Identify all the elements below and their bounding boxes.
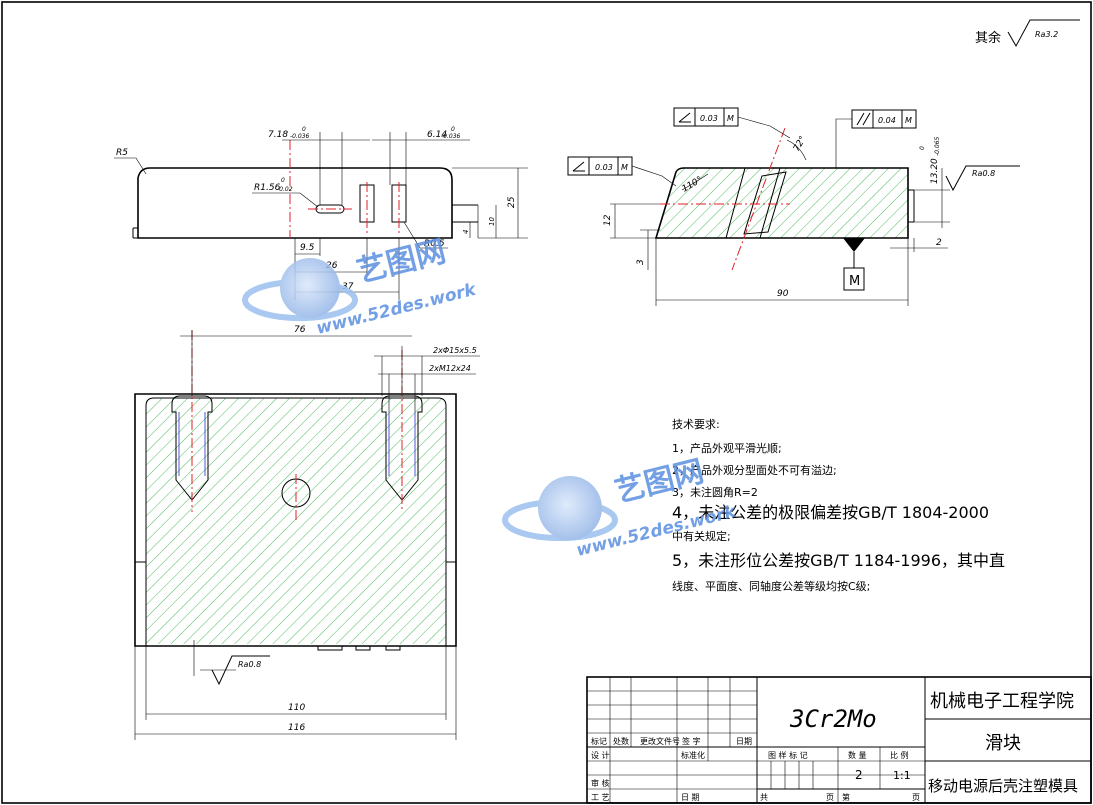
- tb-qty-label: 数 量: [848, 750, 867, 760]
- dim-6-14-tol-top: 0: [451, 126, 455, 133]
- dim-r1-56-tol-bot: -0.02: [277, 186, 293, 193]
- surface-note-ra: Ra3.2: [1035, 30, 1058, 39]
- fcf3-modifier: M: [905, 116, 912, 125]
- dim-90: 90: [777, 289, 789, 299]
- tb-sheet-total: 共: [760, 793, 768, 802]
- dim-r1-56: R1.56: [254, 183, 281, 193]
- fcf1-value: 0.03: [595, 163, 613, 172]
- side-view-outline: [654, 167, 909, 239]
- tb-header-sign: 签 字: [682, 736, 701, 746]
- tb-review: 审 核: [591, 778, 610, 788]
- bottom-view-hatch: [146, 398, 446, 644]
- title-block: 标记 处数 更改文件号 签 字 日期 设 计 标准化 审 核 工 艺 日 期 3…: [586, 676, 1092, 804]
- tb-sheet-pages: 页: [826, 793, 834, 802]
- bottom-ra0-8: Ra0.8: [238, 660, 261, 669]
- dim-110: 110: [288, 703, 305, 713]
- front-view: R5 7.18 0 -0.036 6.14 0 -0.036 R1.56 0 -…: [114, 126, 528, 300]
- technical-requirements: 技术要求: 1，产品外观平滑光顺; 2，产品外观分型面处不可有溢边; 3，未注圆…: [672, 418, 1005, 593]
- dim-3: 3: [636, 259, 646, 265]
- tb-header-doc: 更改文件号: [640, 736, 680, 746]
- fcf3-value: 0.04: [878, 116, 896, 125]
- dim-13-20: 13.20: [930, 158, 940, 184]
- datum-m: M: [849, 274, 860, 289]
- tech-title: 技术要求:: [672, 418, 720, 431]
- tech-line-5: 中有关规定;: [672, 529, 731, 543]
- side-view: M 0.03 M 0.03 M 0.04 M: [567, 107, 1020, 306]
- tb-material: 3Cr2Mo: [789, 705, 877, 733]
- fcf-angularity-left: 0.03 M: [567, 156, 677, 187]
- tb-sheet-page: 页: [912, 793, 920, 802]
- tb-process: 工 艺: [591, 793, 610, 802]
- dim-13-20-tol-bot: -0.065: [934, 136, 941, 156]
- callout-holes-cbore: 2xΦ15x5.5: [433, 346, 477, 355]
- dim-7-18-tol-bot: -0.036: [290, 133, 310, 140]
- callout-holes-thread: 2xM12x24: [429, 364, 471, 373]
- dim-25: 25: [507, 196, 517, 208]
- tb-header-mark: 标记: [591, 736, 607, 746]
- tech-line-3: 3，未注圆角R=2: [672, 485, 758, 499]
- side-ra0-8: Ra0.8: [972, 169, 995, 178]
- dim-r5: R5: [116, 148, 128, 158]
- tb-stage-label: 图 样 标 记: [768, 750, 808, 760]
- dim-2: 2: [936, 238, 942, 248]
- dim-12: 12: [603, 214, 613, 226]
- general-surface-finish-note: 其余 Ra3.2: [975, 19, 1080, 48]
- fcf2-value: 0.03: [700, 114, 718, 123]
- dim-76: 76: [294, 325, 306, 335]
- tb-sheet-of: 第: [842, 792, 850, 802]
- watermark-logo-1: 艺图网 www.52des.work: [242, 234, 479, 339]
- tb-header-date: 日期: [736, 737, 752, 746]
- dim-6-14-tol-bot: -0.036: [441, 133, 461, 140]
- dim-116: 116: [288, 723, 305, 733]
- dim-7-18: 7.18: [268, 130, 288, 140]
- tb-scale-label: 比 例: [890, 750, 909, 760]
- tb-qty: 2: [855, 768, 863, 782]
- fcf1-modifier: M: [621, 163, 628, 172]
- tb-school: 机械电子工程学院: [930, 691, 1074, 712]
- dim-9-5: 9.5: [300, 243, 315, 253]
- side-view-hatch: [658, 168, 908, 238]
- tech-line-4: 4，未注公差的极限偏差按GB/T 1804-2000: [672, 503, 989, 522]
- dim-r0-5: R0.5: [424, 239, 445, 249]
- dim-7-18-tol-top: 0: [302, 126, 306, 133]
- watermark-brand-2: 艺图网: [611, 454, 707, 510]
- dim-26: 26: [326, 261, 338, 271]
- dim-6-14: 6.14: [427, 130, 447, 140]
- tb-project: 移动电源后壳注塑模具: [928, 777, 1078, 795]
- dim-13-20-tol-top: 0: [919, 146, 926, 150]
- fcf-angularity-top: 0.03 M: [673, 107, 791, 139]
- fcf-parallelism: 0.04 M: [835, 109, 917, 168]
- tb-date: 日 期: [681, 793, 700, 802]
- dim-r1-56-tol-top: 0: [281, 177, 285, 184]
- tb-scale: 1:1: [893, 769, 911, 782]
- tech-line-1: 1，产品外观平滑光顺;: [672, 441, 782, 455]
- tb-standard: 标准化: [681, 750, 705, 760]
- dim-10: 10: [488, 217, 496, 226]
- tech-line-7: 线度、平面度、同轴度公差等级均按C级;: [672, 579, 870, 593]
- tech-line-2: 2，产品外观分型面处不可有溢边;: [672, 463, 837, 477]
- tech-line-6: 5，未注形位公差按GB/T 1184-1996，其中直: [672, 551, 1005, 570]
- tb-part-name: 滑块: [985, 733, 1021, 754]
- tb-header-count: 处数: [613, 736, 629, 746]
- dim-4: 4: [462, 230, 470, 234]
- tb-design: 设 计: [591, 750, 610, 760]
- fcf2-modifier: M: [727, 114, 734, 123]
- angle-72: 72°: [792, 135, 809, 154]
- bottom-view: 76 2xΦ15x5.5 2xM12x24 Ra0.8 110 116: [134, 325, 480, 740]
- dim-37: 37: [342, 282, 354, 292]
- surface-note-label: 其余: [975, 30, 1001, 46]
- front-view-outline: [137, 167, 453, 239]
- watermark-brand-1: 艺图网: [353, 234, 449, 290]
